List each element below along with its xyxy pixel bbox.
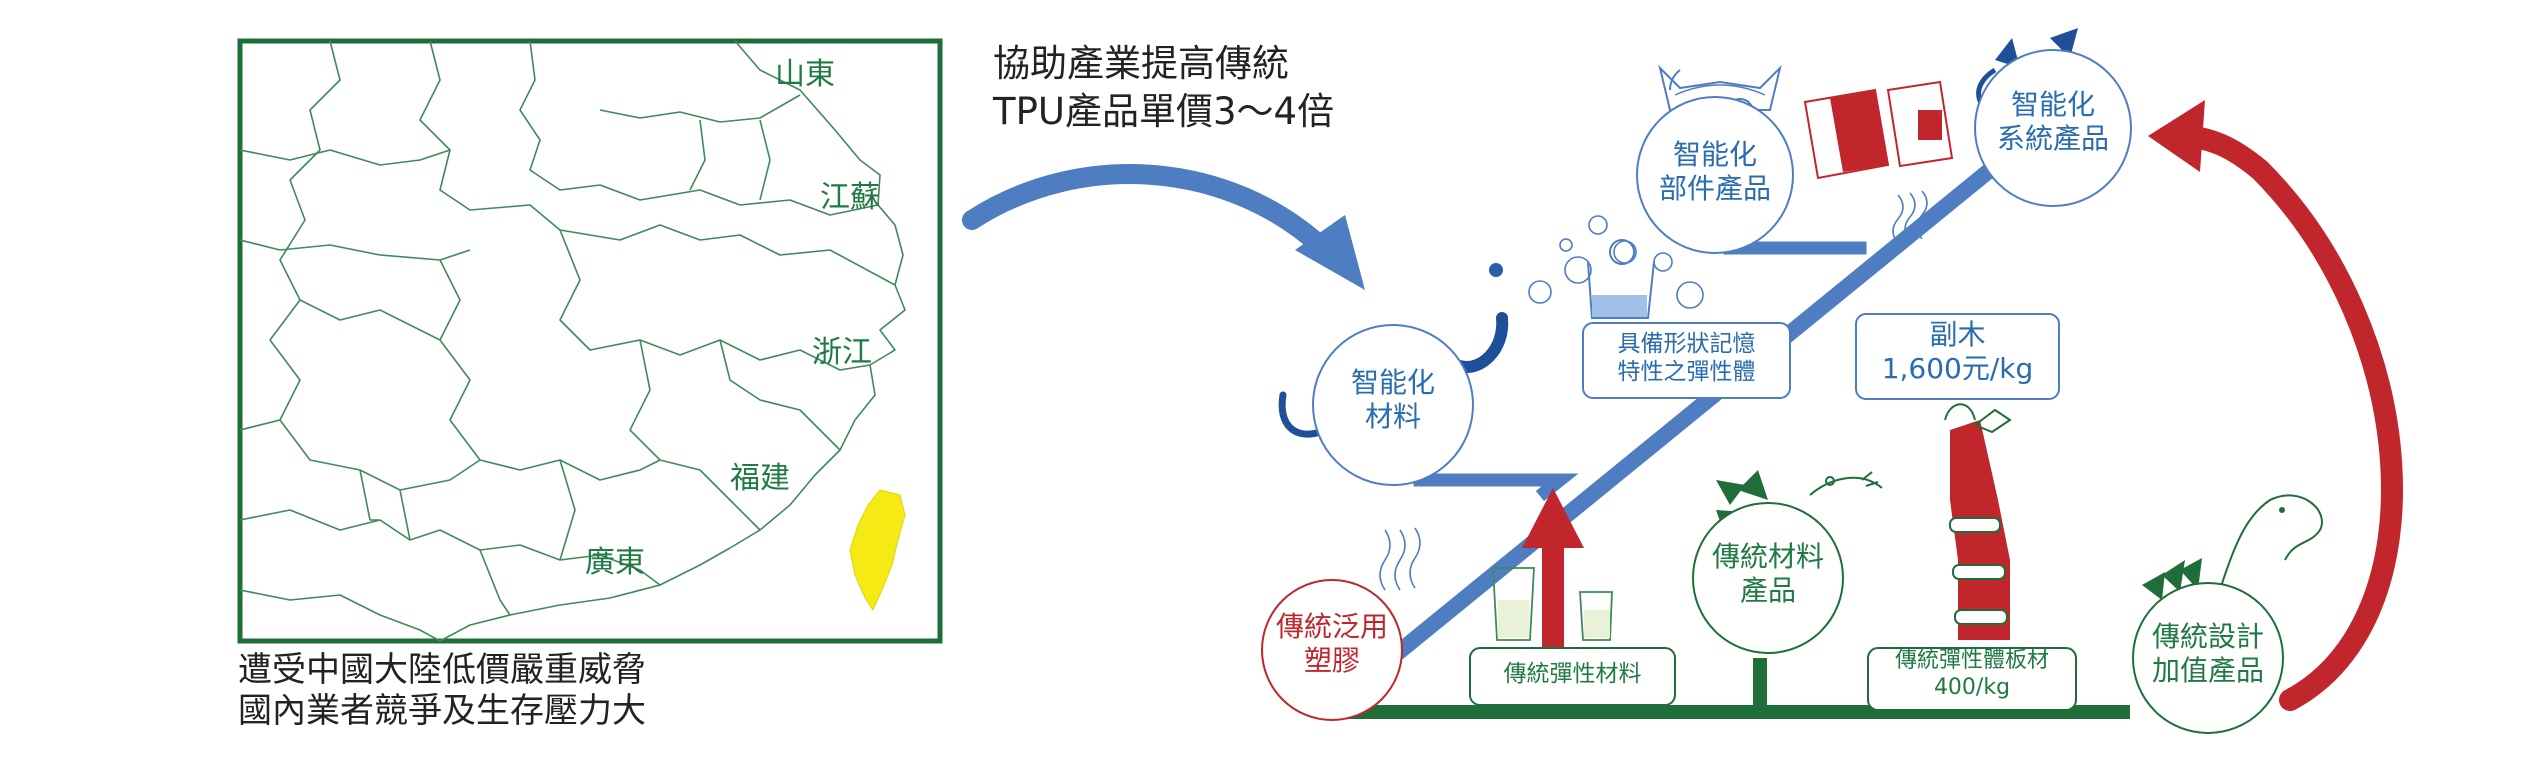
node-traditional-design-product: [2132, 582, 2284, 734]
province-label: 山東: [775, 57, 835, 92]
node-label-line2: 塑膠: [1303, 644, 1360, 678]
node-label-line2: 材料: [1364, 400, 1421, 434]
node-label-line2: 部件產品: [1658, 172, 1771, 206]
node-label-line1: 智能化: [2010, 88, 2095, 121]
node-label-line2: 系統產品: [1996, 122, 2109, 156]
province-label: 廣東: [585, 545, 645, 580]
node-label-line1: 傳統泛用: [1275, 610, 1388, 643]
box-shape-memory: [1582, 322, 1791, 399]
box-splint: [1855, 313, 2060, 400]
node-traditional-material-product: [1692, 502, 1844, 654]
box-elastic-sheet: [1867, 647, 2077, 711]
node-label-line2: 產品: [1739, 574, 1796, 608]
node-label-line1: 智能化: [1672, 138, 1757, 171]
node-smart-material-label: 智能化 材料: [1318, 366, 1468, 434]
dinosaur-right-icon: [2142, 494, 2323, 621]
node-smart-material: [1312, 324, 1474, 486]
node-label-line1: 傳統設計: [2151, 620, 2264, 653]
wave-decoration: [1379, 190, 1928, 591]
node-label-line1: 智能化: [1350, 366, 1435, 399]
beaker-icon: [1587, 239, 1655, 319]
box-elastic-sheet-label: 傳統彈性體板材 400/kg: [1868, 648, 2076, 702]
node-smart-component-label: 智能化 部件產品: [1640, 138, 1790, 206]
improvement-arrow: [962, 164, 1365, 290]
dinosaur-neck: [1809, 471, 1883, 496]
finger-splint-icon: [1944, 403, 2012, 640]
dot-decoration: [1489, 263, 1503, 277]
province-label: 江蘇: [820, 180, 880, 215]
box-label-line2: 400/kg: [1933, 674, 2011, 700]
node-smart-system: [1974, 49, 2132, 207]
box-elastic-material: [1469, 647, 1676, 706]
value-message: 協助產業提高傳統 TPU產品單價3～4倍: [993, 40, 1334, 136]
node-smart-system-label: 智能化 系統產品: [1978, 88, 2128, 156]
taiwan-shape: [849, 489, 906, 612]
tube-icon: [1278, 312, 1509, 438]
box-label-line1: 傳統彈性體板材: [1894, 648, 2049, 673]
province-borders: [239, 40, 906, 642]
node-label-line1: 傳統材料: [1711, 540, 1824, 573]
node-smart-component: [1636, 96, 1794, 254]
box-elastic-material-label: 傳統彈性材料: [1503, 661, 1642, 687]
box-label-line2: 特性之彈性體: [1617, 359, 1756, 386]
node-traditional-material-product-label: 傳統材料 產品: [1693, 540, 1843, 608]
box-label-line1: 具備形狀記憶: [1617, 331, 1756, 357]
value-message-line1: 協助產業提高傳統: [993, 42, 1289, 85]
map-caption: 遭受中國大陸低價嚴重威脅 國內業者競爭及生存壓力大: [238, 650, 646, 733]
china-map-panel: 山東 江蘇 浙江 福建 廣東: [237, 38, 943, 644]
node-traditional-design-product-label: 傳統設計 加值產品: [2133, 620, 2283, 688]
upgrade-return-arrow: [2148, 100, 2403, 711]
province-label: 浙江: [812, 335, 872, 370]
value-message-line2: TPU產品單價3～4倍: [993, 90, 1335, 134]
upgrade-up-arrow: [1522, 488, 1584, 663]
node-traditional-plastic: [1261, 579, 1403, 721]
node-label-line2: 加值產品: [2151, 654, 2264, 688]
map-caption-line1: 遭受中國大陸低價嚴重威脅: [238, 650, 646, 690]
bubble-decoration: [1528, 215, 1704, 309]
box-label-line2: 1,600元/kg: [1881, 352, 2034, 386]
map-caption-line2: 國內業者競爭及生存壓力大: [238, 691, 646, 732]
glass-icon: [1492, 567, 1613, 641]
node-traditional-plastic-label: 傳統泛用 塑膠: [1262, 610, 1402, 678]
box-shape-memory-label: 具備形狀記憶 特性之彈性體: [1583, 330, 1790, 386]
blue-staircase: [1328, 158, 2002, 712]
province-label: 福建: [730, 461, 790, 496]
material-sample-icon: [1803, 80, 1954, 180]
box-label-line1: 副木: [1929, 318, 1986, 351]
box-splint-label: 副木 1,600元/kg: [1856, 318, 2059, 386]
